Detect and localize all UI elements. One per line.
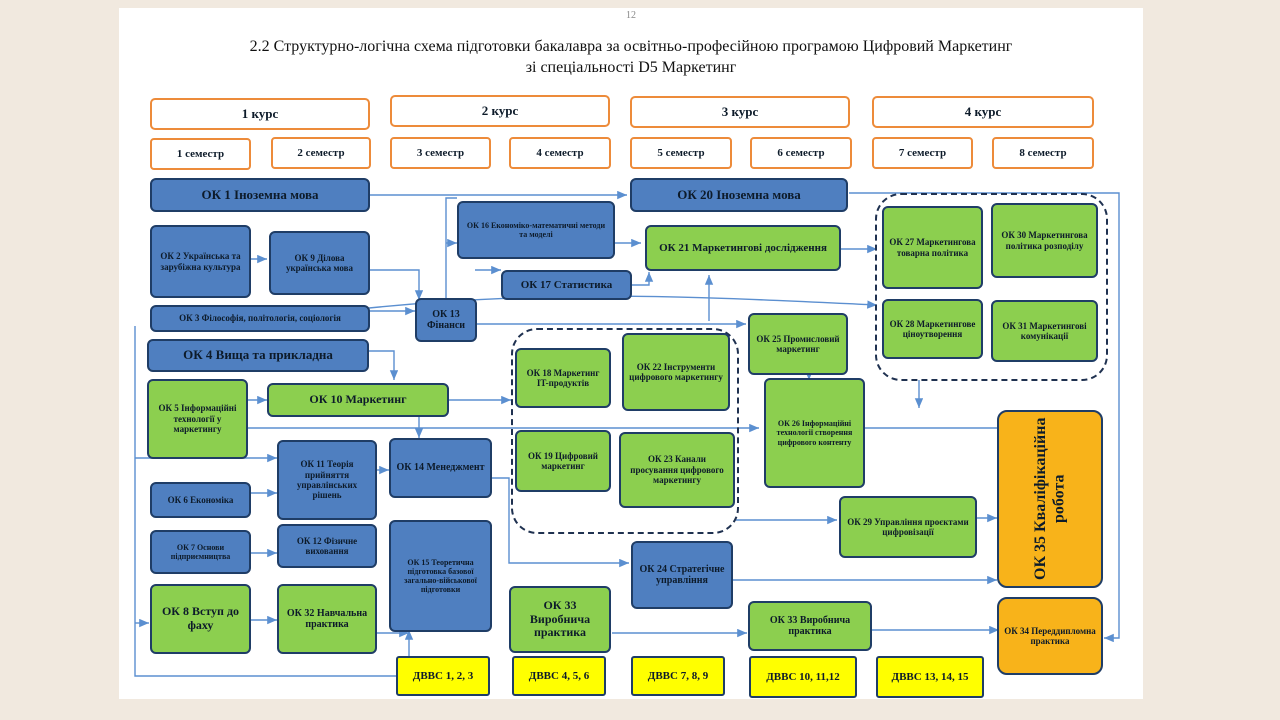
box-ok30: ОК 30 Маркетингова політика розподілу [991,203,1098,278]
course-2-header: 2 курс [390,95,610,127]
box-ok29: ОК 29 Управління проєктами цифровізації [839,496,977,558]
box-ok10: ОК 10 Маркетинг [267,383,449,417]
box-ok33-semester-6: ОК 33 Виробнича практика [748,601,872,651]
box-ok26: ОК 26 Інформаційні технології створення … [764,378,865,488]
elective-dvvs-1: ДВВС 1, 2, 3 [396,656,490,696]
box-ok23: ОК 23 Канали просування цифрового маркет… [619,432,735,508]
dashed-group-digital-marketing [511,328,739,534]
box-ok27: ОК 27 Маркетингова товарна політика [882,206,983,289]
semester-6: 6 семестр [750,137,852,169]
box-ok13: ОК 13 Фінанси [415,298,477,342]
semester-5: 5 семестр [630,137,732,169]
box-ok8: ОК 8 Вступ до фаху [150,584,251,654]
box-ok35-label: ОК 35 Кваліфікаційна робота [1031,417,1067,581]
box-ok35: ОК 35 Кваліфікаційна робота [997,410,1103,588]
box-ok1: ОК 1 Іноземна мова [150,178,370,212]
box-ok11: ОК 11 Теорія прийняття управлінських ріш… [277,440,377,520]
box-ok16: ОК 16 Економіко-математичні методи та мо… [457,201,615,259]
box-ok7: ОК 7 Основи підприємництва [150,530,251,574]
box-ok33-semester-4: ОК 33 Виробнича практика [509,586,611,653]
box-ok25: ОК 25 Промисловий маркетинг [748,313,848,375]
box-ok3: ОК 3 Філософія, політологія, соціологія [150,305,370,332]
semester-3: 3 семестр [390,137,491,169]
box-ok5: ОК 5 Інформаційні технології у маркетинг… [147,379,248,459]
box-ok22: ОК 22 Інструменти цифрового маркетингу [622,333,730,411]
elective-dvvs-2: ДВВС 4, 5, 6 [512,656,606,696]
box-ok4: ОК 4 Вища та прикладна [147,339,369,372]
box-ok6: ОК 6 Економіка [150,482,251,518]
box-ok34: ОК 34 Переддипломна практика [997,597,1103,675]
box-ok20: ОК 20 Іноземна мова [630,178,848,212]
semester-7: 7 семестр [872,137,973,169]
box-ok28: ОК 28 Маркетингове ціноутворення [882,299,983,359]
box-ok2: ОК 2 Українська та зарубіжна культура [150,225,251,298]
semester-2: 2 семестр [271,137,371,169]
box-ok12: ОК 12 Фізичне виховання [277,524,377,568]
elective-dvvs-5: ДВВС 13, 14, 15 [876,656,984,698]
box-ok31: ОК 31 Маркетингові комунікації [991,300,1098,362]
dashed-group-marketing-policy [875,193,1108,381]
box-ok9: ОК 9 Ділова українська мова [269,231,370,295]
box-ok24: ОК 24 Стратегічне управління [631,541,733,609]
box-ok21: ОК 21 Маркетингові дослідження [645,225,841,271]
box-ok15: ОК 15 Теоретична підготовка базової зага… [389,520,492,632]
semester-1: 1 семестр [150,138,251,170]
elective-dvvs-4: ДВВС 10, 11,12 [749,656,857,698]
box-ok17: ОК 17 Статистика [501,270,632,300]
elective-dvvs-3: ДВВС 7, 8, 9 [631,656,725,696]
page-number: 12 [626,10,636,21]
box-ok19: ОК 19 Цифровий маркетинг [515,430,611,492]
box-ok14: ОК 14 Менеджмент [389,438,492,498]
course-4-header: 4 курс [872,96,1094,128]
semester-4: 4 семестр [509,137,611,169]
course-3-header: 3 курс [630,96,850,128]
course-1-header: 1 курс [150,98,370,130]
diagram-title-line2: зі спеціальності D5 Маркетинг [525,59,737,76]
box-ok32: ОК 32 Навчальна практика [277,584,377,654]
slide-page: 12 2.2 Структурно-логічна схема підготов… [119,8,1143,699]
box-ok18: ОК 18 Маркетинг IT-продуктів [515,348,611,408]
diagram-title-line1: 2.2 Структурно-логічна схема підготовки … [249,38,1013,55]
semester-8: 8 семестр [992,137,1094,169]
